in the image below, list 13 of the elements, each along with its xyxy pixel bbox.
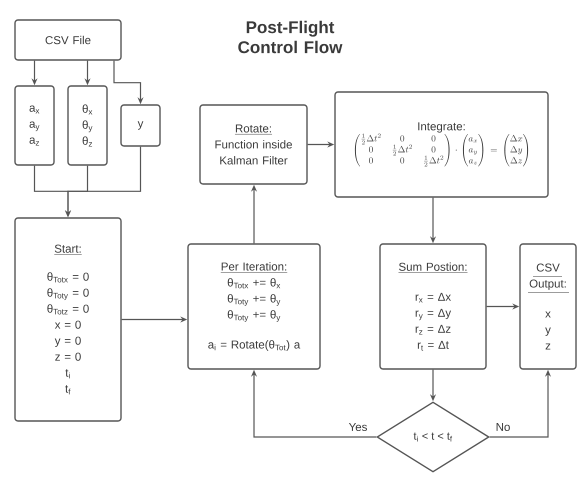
edge-label: Yes: [348, 422, 368, 432]
process-box: y: [120, 104, 161, 147]
process-box: CSV Output: x y z: [519, 243, 577, 370]
process-box: Integrate: $\begin{pmatrix}\frac{1}{2}\Delta t^2 & 0 & 0\\ 0 & \frac{1}{2}\Delta t^2 & 0\\ 0 & 0 & \frac{1}{2}\Delta t^2\end{pmatrix}\cdot\begin{pmatrix}a_x\\ a_y\\ a_z\end{pmatrix}=\begin{pmatrix}\Delta x\\ \Delta y\\ \Delta z\end{pmatrix}$: [334, 91, 549, 198]
edge-label: No: [494, 422, 512, 432]
process-box: Sum Postion: r$_{x}$ = Δx r$_{y}$ = Δy r$_{z}$ = Δz r$_{t}$ = Δt: [379, 243, 487, 370]
process-box: a$_{x}$ a$_{y}$ a$_{z}$: [14, 85, 55, 166]
process-box: CSV File: [14, 19, 122, 61]
process-box: Per Iteration: θ$_{Totx}$ += θ$_{x}$ θ$_{Toty}$ += θ$_{y}$ θ$_{Toty}$ += θ$_{y}$ a$_{i}$ = Rotate(θ$_{Tot}$) a: [187, 243, 321, 370]
process-box: Start: θ$_{Totx}$ = 0 θ$_{Toty}$ = 0 θ$_{Totz}$ = 0 x = 0 y = 0 z = 0 t$_{i}$ t$_{f}$: [14, 217, 122, 422]
process-box: Rotate: Function inside Kalman Filter: [199, 104, 308, 185]
title: Post-Flight Control Flow: [238, 20, 342, 54]
process-box: θ$_{x}$ θ$_{y}$ θ$_{z}$: [67, 85, 108, 166]
